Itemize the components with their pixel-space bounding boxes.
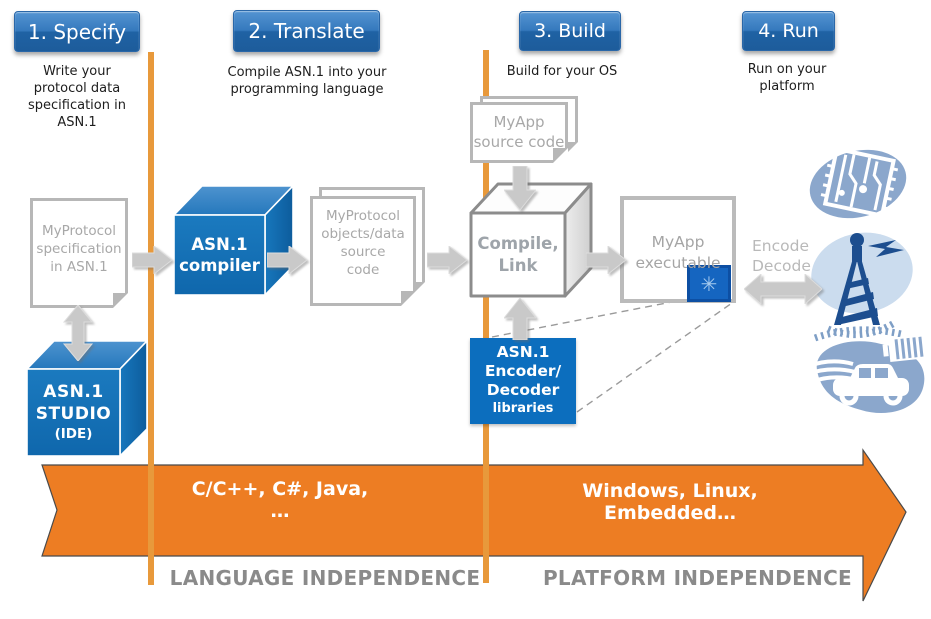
arrow-compiler-to-objects [267,246,307,274]
chip-icon [809,146,907,219]
compile-link-label: Compile, Link [477,233,559,275]
step-button-translate[interactable]: 2. Translate [233,10,380,52]
arrow-build-to-executable [586,246,626,274]
asn1-studio-title: ASN.1 STUDIO [35,382,112,424]
asn1-studio-label: ASN.1 STUDIO (IDE) [27,369,120,456]
asn1-compiler-label: ASN.1 compiler [179,235,260,275]
arrow-spec-studio-double [62,305,94,361]
step-button-run[interactable]: 4. Run [742,11,835,51]
encoder-decoder-label: ASN.1 Encoder/ Decoder [484,343,562,399]
starburst-icon: ✳ [700,271,718,296]
arrow-objects-to-build [427,246,467,274]
executable-box: ✳ [620,196,736,303]
myapp-source-label: MyApp source code [473,113,565,151]
step-description-run: Run on your platform [747,62,827,94]
app-icon: ✳ [687,265,731,302]
spec-document-label: MyProtocol specification in ASN.1 [36,223,122,275]
step-description-specify: Write your protocol data specification i… [28,64,126,130]
compile-link-cube [469,182,593,298]
objects-document [310,196,416,306]
arrow-source-to-build [504,166,536,210]
encoder-decoder-box: ASN.1 Encoder/ Decoder libraries [470,338,576,424]
arrow-spec-to-compiler [132,246,172,274]
arrow-encode-decode-double [744,274,822,304]
banner-languages-label: C/C++, C#, Java, … [191,478,369,522]
footer-platform-independence: PLATFORM INDEPENDENCE [542,566,853,590]
spec-document [30,198,128,308]
asn1-studio-cube [26,339,148,457]
footer-language-independence: LANGUAGE INDEPENDENCE [169,566,481,590]
encoder-decoder-sublabel: libraries [492,401,554,416]
platform-divider-line [483,50,489,583]
encode-decode-label: Encode Decode [752,237,811,275]
language-divider-line [148,52,154,585]
step-description-translate: Compile ASN.1 into your programming lang… [227,65,387,97]
vehicles-icon [806,326,929,414]
executable-label: MyApp executable [635,233,721,272]
asn1-studio-subtitle: (IDE) [54,426,93,442]
arrow-encoder-to-build [504,298,536,340]
myapp-source-document [470,102,568,163]
asn1-compiler-cube [173,184,294,296]
step-button-build[interactable]: 3. Build [519,11,621,51]
banner-platforms-label: Windows, Linux, Embedded… [582,480,758,524]
step-description-build: Build for your OS [506,64,618,79]
step-button-specify[interactable]: 1. Specify [14,11,140,52]
objects-document-label: MyProtocol objects/data source code [321,208,405,278]
